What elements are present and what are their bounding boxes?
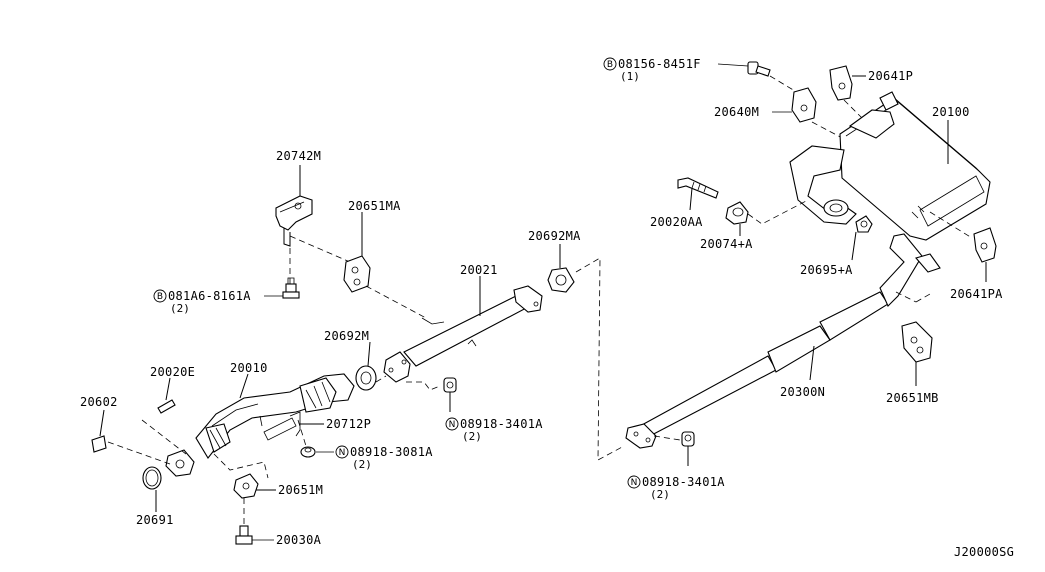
gasket-20692M bbox=[355, 341, 377, 391]
label-08918-3401A-top: 08918-3401A bbox=[460, 417, 543, 431]
label-20695A: 20695+A bbox=[800, 263, 853, 277]
nut-marker-3401A-top: N bbox=[445, 417, 459, 431]
label-081A6-qty: (2) bbox=[170, 302, 190, 315]
nut-marker-3401A-bottom: N bbox=[627, 475, 641, 489]
label-08918-3401A-top-qty: (2) bbox=[462, 430, 482, 443]
label-20010: 20010 bbox=[230, 361, 268, 375]
nut-marker-3081A: N bbox=[335, 445, 349, 459]
nut-marker-letter: N bbox=[631, 478, 638, 488]
bolt-marker-081A6: B bbox=[153, 289, 167, 303]
hanger-20651MA bbox=[343, 212, 371, 293]
pipe-20300N bbox=[625, 233, 941, 449]
label-20641P: 20641P bbox=[868, 69, 913, 83]
label-20030A: 20030A bbox=[276, 533, 322, 547]
bolt-marker-08156: B bbox=[603, 57, 617, 71]
label-20100: 20100 bbox=[932, 105, 970, 119]
label-20021: 20021 bbox=[460, 263, 498, 277]
label-20692MA: 20692MA bbox=[528, 229, 581, 243]
muffler-20100 bbox=[789, 91, 991, 241]
label-08156-8451F: 08156-8451F bbox=[618, 57, 701, 71]
label-20020E: 20020E bbox=[150, 365, 195, 379]
bolt-20030A bbox=[235, 525, 274, 545]
bolt-081A6-8161A bbox=[282, 277, 300, 299]
hanger-20641PA bbox=[973, 227, 997, 282]
label-20651M: 20651M bbox=[278, 483, 323, 497]
bolt-marker-letter: B bbox=[607, 60, 613, 70]
hanger-20651MB bbox=[901, 321, 933, 386]
bolt-08156-8451F bbox=[717, 61, 771, 77]
label-20020AA: 20020AA bbox=[650, 215, 703, 229]
gasket-20695A bbox=[851, 215, 873, 261]
diagram-code: J20000SG bbox=[954, 545, 1014, 559]
stud-20020E bbox=[157, 377, 176, 414]
hanger-20651M bbox=[233, 473, 276, 499]
label-081A6-8161A: 081A6-8161A bbox=[168, 289, 251, 303]
nut-marker-letter: N bbox=[449, 420, 456, 430]
label-08918-3081A: 08918-3081A bbox=[350, 445, 433, 459]
bolt-20602 bbox=[91, 409, 107, 453]
label-20651MB: 20651MB bbox=[886, 391, 939, 405]
clamp-20074A bbox=[725, 201, 749, 236]
label-08918-3401A-bottom-qty: (2) bbox=[650, 488, 670, 501]
nut-08918-3401A-bottom bbox=[681, 431, 695, 466]
pipe-20021 bbox=[383, 276, 543, 383]
label-20742M: 20742M bbox=[276, 149, 321, 163]
hanger-20641P bbox=[829, 65, 866, 101]
gasket-20691 bbox=[142, 466, 162, 512]
label-08918-3081A-qty: (2) bbox=[352, 458, 372, 471]
label-20640M: 20640M bbox=[714, 105, 759, 119]
label-20651MA: 20651MA bbox=[348, 199, 401, 213]
hanger-20640M bbox=[772, 87, 817, 123]
nut-08918-3081A bbox=[300, 446, 316, 458]
label-08156-qty: (1) bbox=[620, 70, 640, 83]
label-20074A: 20074+A bbox=[700, 237, 753, 251]
stud-20020AA bbox=[677, 177, 719, 211]
pipe-20010 bbox=[165, 373, 355, 477]
label-20300N: 20300N bbox=[780, 385, 825, 399]
label-20712P: 20712P bbox=[326, 417, 371, 431]
bolt-marker-letter: B bbox=[157, 292, 163, 302]
label-20692M: 20692M bbox=[324, 329, 369, 343]
label-08918-3401A-bottom: 08918-3401A bbox=[642, 475, 725, 489]
label-20691: 20691 bbox=[136, 513, 174, 527]
nut-08918-3401A-top bbox=[443, 377, 457, 412]
gasket-20692MA bbox=[547, 244, 575, 293]
nut-marker-letter: N bbox=[339, 448, 346, 458]
shield-20712P bbox=[263, 411, 324, 441]
bracket-20742M bbox=[275, 165, 313, 247]
label-20602: 20602 bbox=[80, 395, 118, 409]
label-20641PA: 20641PA bbox=[950, 287, 1003, 301]
